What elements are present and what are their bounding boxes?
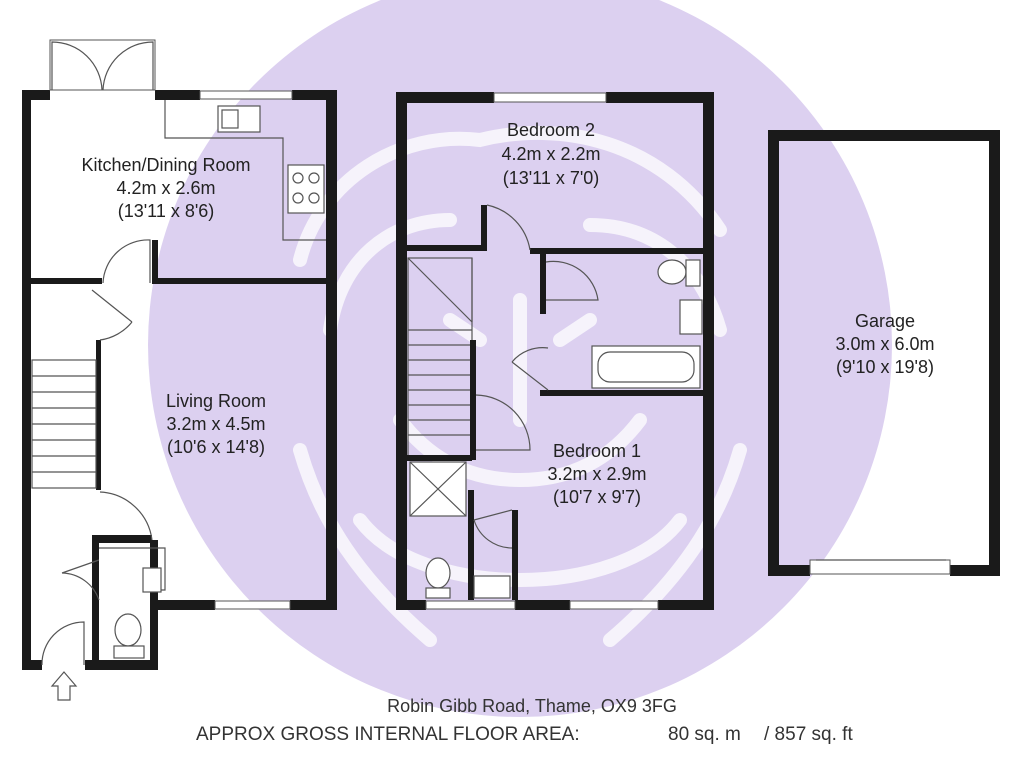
- wall: [540, 390, 704, 396]
- property-address: Robin Gibb Road, Thame, OX9 3FG: [387, 696, 677, 716]
- wall: [515, 600, 570, 610]
- wall: [407, 455, 472, 461]
- wall: [768, 130, 779, 576]
- entrance-arrow-icon: [50, 671, 78, 701]
- room-name: Garage: [855, 311, 915, 331]
- wall: [155, 600, 215, 610]
- room-size-metric: 3.2m x 2.9m: [547, 464, 646, 484]
- wall: [92, 535, 152, 543]
- wall: [396, 600, 426, 610]
- room-size-metric: 3.2m x 4.5m: [166, 414, 265, 434]
- room-size-imperial: (13'11 x 8'6): [118, 201, 215, 221]
- basin-icon: [142, 567, 162, 593]
- room-name: Living Room: [166, 391, 266, 411]
- first-floor: [396, 92, 714, 610]
- wall: [96, 340, 101, 490]
- toilet-icon: [425, 557, 451, 589]
- room-size-metric: 4.2m x 2.6m: [116, 178, 215, 198]
- staircase: [31, 359, 97, 489]
- wall: [22, 90, 31, 670]
- room-size-imperial: (10'6 x 14'8): [167, 437, 265, 457]
- wall: [152, 240, 158, 284]
- room-size-metric: 3.0m x 6.0m: [835, 334, 934, 354]
- room-size-imperial: (9'10 x 19'8): [836, 357, 934, 377]
- wall: [92, 535, 99, 670]
- wall: [540, 254, 546, 314]
- window: [214, 600, 291, 610]
- window: [569, 600, 659, 610]
- wall: [950, 565, 1000, 576]
- basin-icon: [473, 575, 511, 599]
- wall: [481, 205, 487, 251]
- room-name: Bedroom 2: [507, 120, 595, 140]
- wall: [326, 90, 337, 610]
- room-size-imperial: (13'11 x 7'0): [503, 168, 600, 188]
- room-label-bedroom1: Bedroom 1 3.2m x 2.9m (10'7 x 9'7): [547, 441, 646, 507]
- room-name: Bedroom 1: [553, 441, 641, 461]
- window: [425, 600, 516, 610]
- garage-door: [809, 559, 951, 575]
- floor-area-sqft: / 857 sq. ft: [764, 724, 853, 745]
- wall: [658, 600, 714, 610]
- wall: [292, 90, 337, 100]
- room-size-imperial: (10'7 x 9'7): [553, 487, 641, 507]
- toilet-icon: [657, 259, 687, 285]
- wall: [530, 248, 704, 254]
- wall: [606, 92, 714, 103]
- wall: [768, 565, 810, 576]
- wall: [153, 278, 337, 284]
- wall: [22, 278, 102, 284]
- room-label-bedroom2: Bedroom 2 4.2m x 2.2m (13'11 x 7'0): [501, 120, 600, 188]
- wall: [85, 660, 155, 670]
- kitchen-counter: [164, 100, 326, 241]
- wall: [989, 130, 1000, 576]
- room-label-garage: Garage 3.0m x 6.0m (9'10 x 19'8): [835, 311, 934, 377]
- basin-icon: [679, 299, 703, 335]
- hob-icon: [287, 164, 325, 214]
- wall: [512, 510, 518, 600]
- wall: [407, 245, 487, 251]
- room-label-kitchen: Kitchen/Dining Room 4.2m x 2.6m (13'11 x…: [81, 155, 250, 221]
- room-name: Kitchen/Dining Room: [81, 155, 250, 175]
- floor-area-sqm: 80 sq. m: [668, 724, 741, 745]
- wall: [703, 92, 714, 610]
- french-doors: [49, 39, 156, 91]
- wall: [396, 92, 494, 103]
- garage-plan: [768, 130, 1000, 576]
- room-label-living: Living Room 3.2m x 4.5m (10'6 x 14'8): [166, 391, 266, 457]
- toilet-icon: [114, 613, 142, 647]
- wall: [22, 660, 42, 670]
- room-size-metric: 4.2m x 2.2m: [501, 144, 600, 164]
- wall: [396, 92, 407, 610]
- window: [199, 90, 293, 100]
- wall: [150, 540, 158, 670]
- wall: [768, 130, 1000, 141]
- wall: [22, 90, 50, 100]
- window: [493, 92, 607, 103]
- wall: [468, 490, 474, 600]
- ground-floor: [22, 39, 337, 701]
- wall: [155, 90, 200, 100]
- floor-area-label: APPROX GROSS INTERNAL FLOOR AREA:: [196, 724, 580, 745]
- wall: [470, 340, 476, 460]
- wall: [290, 600, 337, 610]
